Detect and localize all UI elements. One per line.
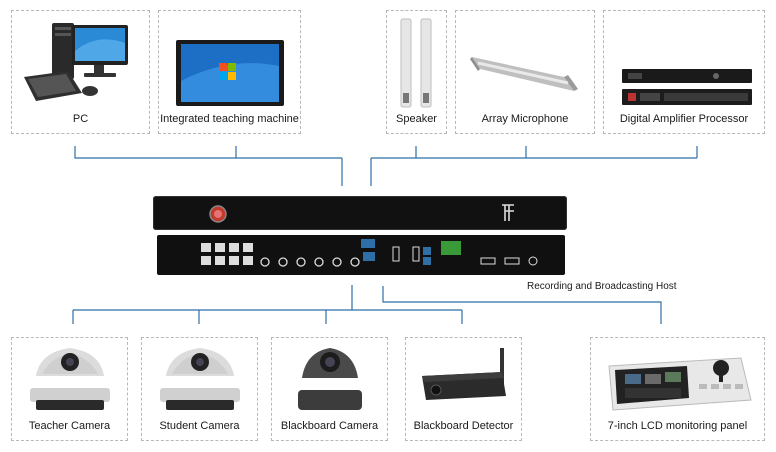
amplifier-processor-icon	[622, 69, 752, 105]
lcd-panel-device: 7-inch LCD monitoring panel	[590, 337, 765, 441]
pc-device: PC	[11, 10, 150, 134]
array-microphone-label: Array Microphone	[481, 113, 569, 125]
ptz-camera-icon	[30, 348, 110, 410]
amplifier-processor-device: Digital Amplifier Processor	[603, 10, 765, 134]
ptz-camera-dark-icon	[298, 348, 362, 410]
teaching-machine-label: Integrated teaching machine	[160, 113, 299, 125]
teacher-camera-device: Teacher Camera	[11, 337, 128, 441]
column-speaker-icon	[400, 18, 432, 108]
speaker-device: Speaker	[386, 10, 447, 134]
teaching-display-icon	[176, 40, 284, 106]
array-microphone-icon	[470, 57, 578, 91]
lcd-control-panel-icon	[608, 357, 752, 411]
brand-logo-icon	[502, 204, 514, 221]
speaker-label: Speaker	[396, 113, 437, 125]
array-microphone-device: Array Microphone	[455, 10, 595, 134]
host-ports-icon	[201, 239, 538, 267]
power-button-icon	[209, 205, 227, 223]
amplifier-processor-label: Digital Amplifier Processor	[619, 113, 749, 125]
host-label: Recording and Broadcasting Host	[527, 281, 677, 292]
desktop-pc-icon	[24, 23, 128, 101]
blackboard-detector-device: Blackboard Detector	[405, 337, 522, 441]
detector-camera-icon	[422, 348, 506, 400]
blackboard-camera-device: Blackboard Camera	[271, 337, 388, 441]
student-camera-label: Student Camera	[159, 420, 240, 432]
teacher-camera-label: Teacher Camera	[28, 420, 111, 432]
host-rear-panel	[157, 235, 565, 275]
pc-label: PC	[72, 113, 89, 125]
host-front-panel	[153, 196, 567, 230]
blackboard-detector-label: Blackboard Detector	[413, 420, 514, 432]
student-camera-device: Student Camera	[141, 337, 258, 441]
blackboard-camera-label: Blackboard Camera	[280, 420, 379, 432]
teaching-machine-device: Integrated teaching machine	[158, 10, 301, 134]
ptz-camera-icon	[160, 348, 240, 410]
lcd-panel-label: 7-inch LCD monitoring panel	[607, 420, 748, 432]
